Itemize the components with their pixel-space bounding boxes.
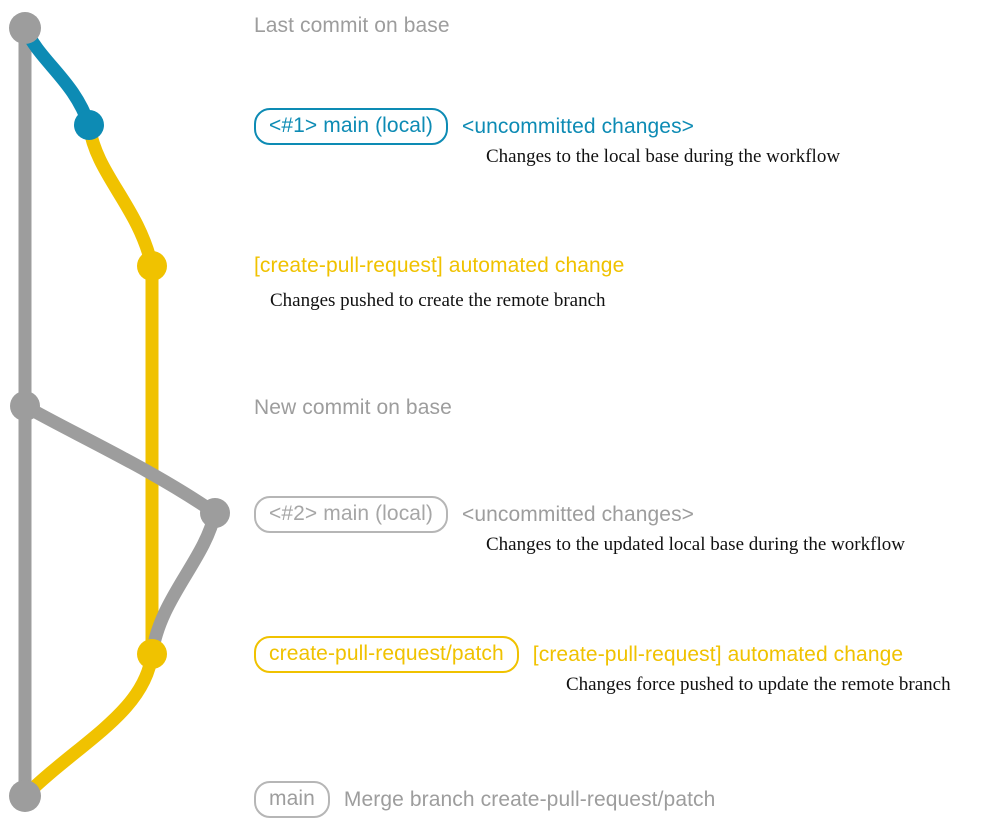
ref-badge-main-local-2[interactable]: <#2> main (local)	[254, 496, 448, 534]
commit-message-uncommitted-1: <uncommitted changes>	[461, 114, 695, 138]
ref-badge-main-local-1[interactable]: <#1> main (local)	[254, 108, 448, 146]
commit-node-remote-1[interactable]	[137, 251, 167, 281]
local-to-patch-line	[145, 506, 222, 661]
commit-node-local-1[interactable]	[74, 110, 104, 140]
commit-row-last-commit-on-base: Last commit on base	[254, 14, 450, 38]
commit-message-uncommitted-2: <uncommitted changes>	[461, 502, 695, 526]
commit-row-automated-change-2: create-pull-request/patch [create-pull-r…	[254, 636, 904, 674]
commit-row-new-commit-on-base: New commit on base	[254, 396, 452, 420]
commit-node-remote-patch[interactable]	[137, 639, 167, 669]
ref-badge-create-pull-request-patch[interactable]: create-pull-request/patch	[254, 636, 519, 674]
merge-line	[18, 647, 159, 803]
local-branch-line-2	[18, 399, 222, 520]
commit-message-merge-commit: Merge branch create-pull-request/patch	[343, 787, 716, 811]
commit-node-base-top[interactable]	[9, 12, 41, 44]
commit-node-base-merge[interactable]	[9, 780, 41, 812]
commit-subtitle-uncommitted-1: Changes to the local base during the wor…	[486, 146, 841, 167]
commit-message-automated-change-1: [create-pull-request] automated change	[254, 254, 625, 277]
commit-message-automated-change-2: [create-pull-request] automated change	[532, 642, 904, 666]
commit-message-new-commit-on-base: New commit on base	[254, 396, 452, 419]
remote-branch-line-1	[82, 118, 159, 273]
commit-row-merge-commit: main Merge branch create-pull-request/pa…	[254, 781, 716, 819]
commit-subtitle-automated-change-2: Changes force pushed to update the remot…	[566, 674, 951, 695]
commit-row-uncommitted-1: <#1> main (local) <uncommitted changes>	[254, 108, 695, 146]
commit-subtitle-automated-change-1: Changes pushed to create the remote bran…	[270, 290, 606, 311]
commit-node-local-2[interactable]	[200, 498, 230, 528]
commit-node-base-new[interactable]	[10, 391, 40, 421]
ref-badge-main[interactable]: main	[254, 781, 330, 819]
commit-row-uncommitted-2: <#2> main (local) <uncommitted changes>	[254, 496, 695, 534]
commit-subtitle-uncommitted-2: Changes to the updated local base during…	[486, 534, 905, 555]
commit-row-automated-change-1: [create-pull-request] automated change	[254, 254, 624, 278]
commit-message-last-commit-on-base: Last commit on base	[254, 14, 450, 37]
